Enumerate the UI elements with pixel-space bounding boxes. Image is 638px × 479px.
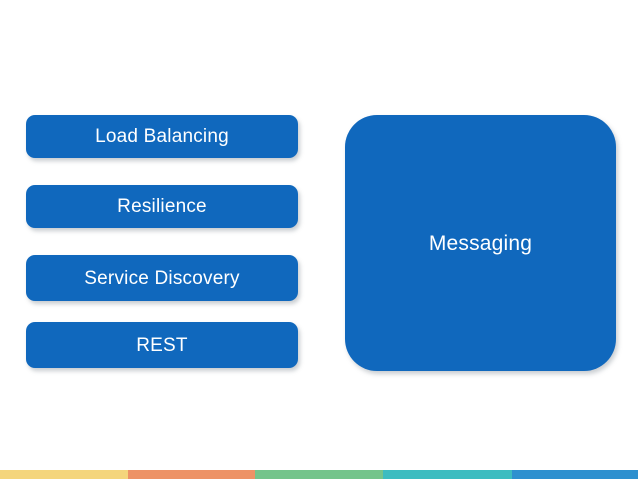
pill-resilience[interactable]: Resilience [26,185,298,228]
pill-label: Service Discovery [84,267,240,289]
accent-bar [0,470,638,479]
pill-label: Load Balancing [95,126,229,147]
accent-segment-blue [512,470,638,479]
pill-load-balancing[interactable]: Load Balancing [26,115,298,158]
accent-segment-green [255,470,383,479]
accent-segment-orange [128,470,255,479]
accent-segment-teal [383,470,512,479]
pill-service-discovery[interactable]: Service Discovery [26,255,298,301]
pill-label: REST [136,334,188,356]
block-label: Messaging [428,231,533,255]
pill-rest[interactable]: REST [26,322,298,368]
pill-label: Resilience [117,196,207,217]
accent-segment-yellow [0,470,128,479]
block-messaging[interactable]: Messaging [345,115,616,371]
